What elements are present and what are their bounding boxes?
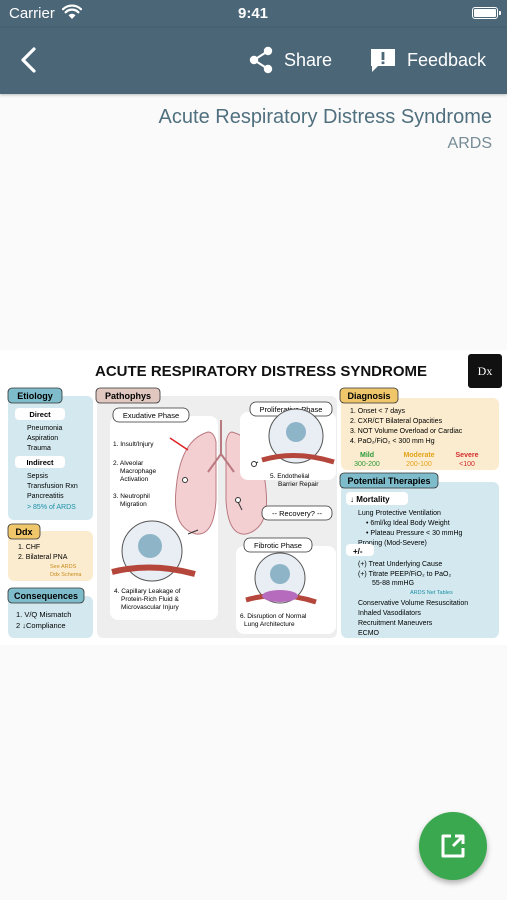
patho-step: Migration — [120, 501, 147, 508]
patho-step: 4. Capillary Leakage of — [114, 588, 181, 595]
diagnosis-heading-bg — [339, 387, 399, 404]
direct-item: Aspiration — [27, 435, 58, 442]
therapy-line: Proning (Mod-Severe) — [358, 540, 427, 547]
severity-mild-range: 300-200 — [354, 461, 380, 468]
consequences-heading: Consequences — [14, 591, 78, 601]
severity-moderate-range: 200-100 — [406, 461, 432, 468]
battery-icon — [472, 7, 501, 19]
etiology-heading-bg — [7, 387, 63, 404]
share-icon — [249, 46, 273, 74]
wifi-icon — [61, 4, 83, 24]
patho-step: Activation — [120, 476, 149, 483]
patho-step: Lung Architecture — [244, 621, 295, 628]
ddx-heading: Ddx — [15, 527, 32, 537]
status-bar: Carrier 9:41 — [0, 0, 507, 28]
pathophys-heading-bg — [95, 387, 161, 404]
recovery-label: -- Recovery? -- — [272, 509, 323, 518]
therapy-line: (+) Titrate PEEP/FiO₂ to PaO₂ — [358, 571, 451, 578]
therapy-line: Recruitment Maneuvers — [358, 620, 433, 627]
patho-step: Barrier Repair — [278, 481, 319, 488]
dx-logo-text: Dx — [478, 364, 493, 378]
patho-step: 1. Insult/Injury — [113, 441, 154, 448]
severity-mild: Mild — [360, 452, 374, 459]
patho-step: Microvascular Injury — [121, 604, 180, 611]
share-label: Share — [284, 49, 333, 70]
patho-step: 6. Disruption of Normal — [240, 613, 307, 620]
carrier-label: Carrier — [9, 5, 55, 22]
severity-severe: Severe — [456, 452, 479, 459]
etiology-note: > 85% of ARDS — [27, 504, 76, 511]
consequences-heading-bg — [7, 587, 85, 604]
patho-step: 2. Alveolar — [113, 460, 144, 467]
infographic-title: ACUTE RESPIRATORY DISTRESS SYNDROME — [95, 363, 427, 380]
feedback-button[interactable]: Feedback — [369, 44, 486, 76]
title-block: Acute Respiratory Distress Syndrome ARDS — [159, 106, 492, 153]
open-external-button[interactable] — [419, 812, 487, 880]
therapy-line: Lung Protective Ventilation — [358, 510, 441, 517]
therapy-line: • 6ml/kg Ideal Body Weight — [366, 520, 450, 527]
ddx-see: See ARDS — [50, 564, 77, 570]
lung-illustration — [174, 431, 217, 535]
feedback-icon — [371, 49, 395, 72]
feedback-label: Feedback — [407, 49, 487, 70]
indirect-label: Indirect — [26, 458, 54, 467]
diagnosis-item: 1. Onset < 7 days — [350, 408, 406, 415]
therapy-note: ARDS Net Tables — [410, 590, 453, 596]
page-subtitle: ARDS — [447, 135, 492, 152]
page-title: Acute Respiratory Distress Syndrome — [158, 106, 492, 128]
share-button[interactable]: Share — [248, 44, 332, 76]
ddx-heading-bg — [7, 523, 41, 540]
indirect-item: Transfusion Rxn — [27, 483, 78, 490]
external-link-icon — [441, 834, 465, 858]
therapy-line: Inhaled Vasodilators — [358, 610, 421, 617]
therapies-heading-bg — [339, 472, 439, 489]
exudative-phase-label: Exudative Phase — [123, 411, 179, 420]
therapy-line: (+) Treat Underlying Cause — [358, 561, 442, 568]
severity-severe-range: <100 — [459, 461, 475, 468]
patho-step: Protein-Rich Fluid & — [121, 596, 179, 603]
direct-label: Direct — [29, 410, 51, 419]
diagnosis-heading: Diagnosis — [347, 391, 390, 401]
nav-bar: Share Feedback — [0, 28, 507, 94]
severity-moderate: Moderate — [403, 452, 434, 459]
ddx-item: 1. CHF — [18, 544, 40, 551]
consequence-item: 1. V/Q Mismatch — [16, 610, 71, 619]
patho-step: 5. Endothelial — [270, 473, 310, 480]
direct-item: Pneumonia — [27, 425, 63, 432]
indirect-item: Pancreatitis — [27, 493, 64, 500]
chevron-left-icon — [21, 47, 36, 73]
patho-step: 3. Neutrophil — [113, 493, 150, 500]
clock: 9:41 — [238, 5, 269, 22]
ddx-see: Ddx Schema — [50, 572, 82, 578]
therapy-line: • Plateau Pressure < 30 mmHg — [366, 530, 463, 537]
diagnosis-item: 4. PaO₂/FiO₂ < 300 mm Hg — [350, 438, 435, 445]
diagnosis-item: 3. NOT Volume Overload or Cardiac — [350, 428, 463, 435]
therapy-line: ECMO — [358, 630, 380, 637]
etiology-heading: Etiology — [17, 391, 53, 401]
fibrotic-phase-label: Fibrotic Phase — [254, 541, 302, 550]
patho-step: Macrophage — [120, 468, 157, 475]
mortality-label: ↓ Mortality — [350, 495, 390, 504]
ards-infographic[interactable]: ACUTE RESPIRATORY DISTRESS SYNDROME Dx E… — [0, 350, 507, 645]
indirect-item: Sepsis — [27, 473, 49, 480]
direct-item: Trauma — [27, 445, 51, 452]
diagnosis-item: 2. CXR/CT Bilateral Opacities — [350, 418, 443, 425]
dx-logo — [468, 354, 502, 388]
therapies-heading: Potential Therapies — [347, 476, 430, 486]
back-button[interactable] — [14, 42, 44, 78]
consequence-item: 2 ↓Compliance — [16, 621, 66, 630]
therapy-line: 55-88 mmHG — [372, 580, 414, 587]
therapy-line: Conservative Volume Resuscitation — [358, 600, 468, 607]
pathophys-heading: Pathophys — [105, 391, 151, 401]
ddx-item: 2. Bilateral PNA — [18, 554, 68, 561]
plus-minus-label: +/- — [353, 547, 363, 556]
